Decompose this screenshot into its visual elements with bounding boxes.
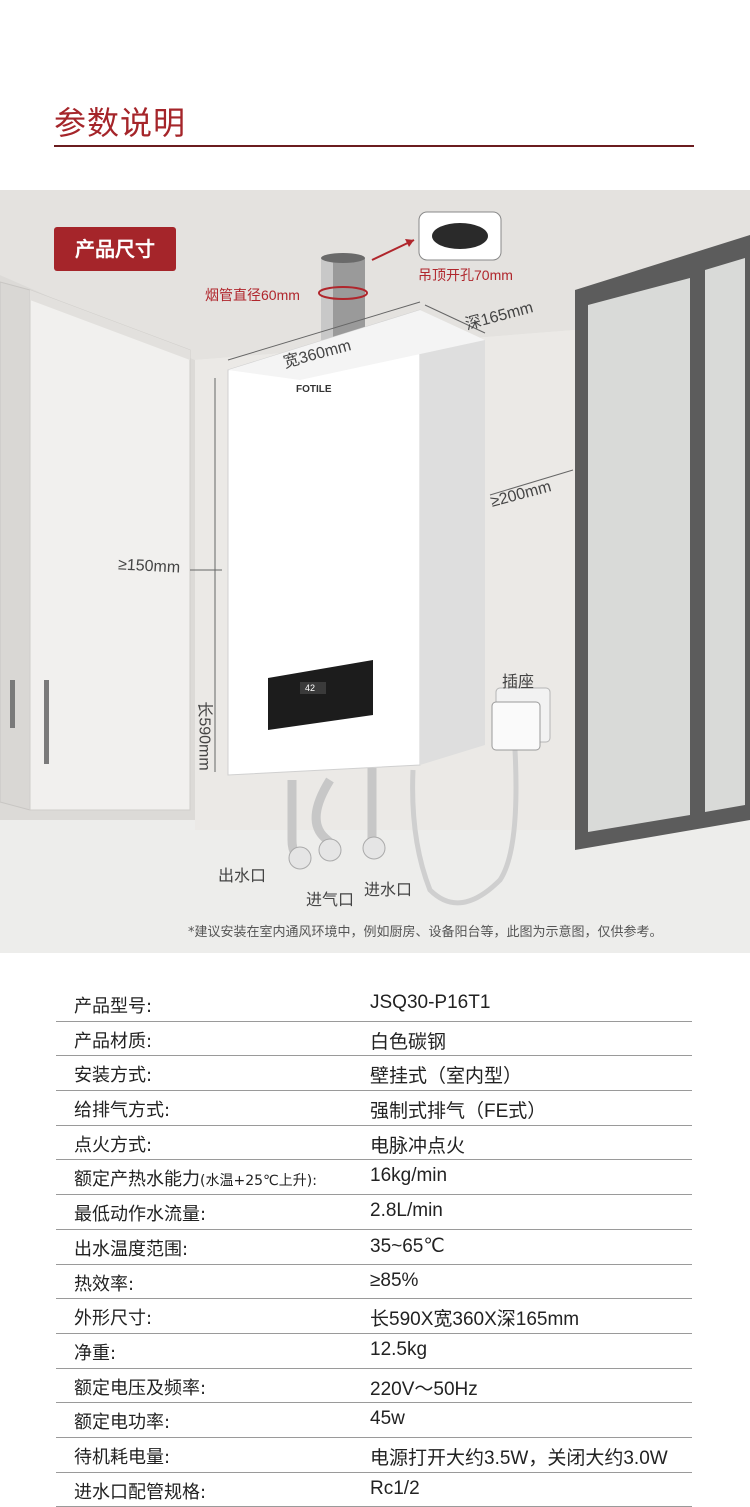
water-outlet-label: 出水口 [218, 868, 267, 885]
ceiling-hole [432, 223, 488, 249]
product-size-badge: 产品尺寸 [54, 227, 176, 271]
spec-row: 待机耗电量: 电源打开大约3.5W，关闭大约3.0W [56, 1438, 692, 1473]
spec-key: 额定电压及频率: [74, 1377, 207, 1399]
spec-value: 45w [370, 1408, 405, 1430]
spec-row: 额定电压及频率: 220V～50Hz [56, 1369, 692, 1404]
heater-side [420, 310, 485, 765]
spec-row: 进水口配管规格: Rc1/2 [56, 1473, 692, 1507]
width-dimension-line [227, 301, 421, 361]
spec-key: 点火方式: [74, 1134, 153, 1156]
spec-value: 2.8L/min [370, 1200, 443, 1222]
depth-dimension-line [424, 304, 486, 334]
spec-row: 出水温度范围: 35~65℃ [56, 1230, 692, 1265]
spec-key: 净重: [74, 1342, 117, 1364]
cabinet-handle [44, 680, 49, 764]
product-dimension-illustration: 产品尺寸 FOTILE 42 烟管直径60mm 吊顶开孔70mm 宽360mm … [0, 190, 750, 953]
right-clearance-line [489, 469, 574, 496]
installation-diagram [0, 190, 750, 906]
ceiling-hole-label: 吊顶开孔70mm [418, 267, 513, 283]
spec-key: 额定产热水能力 [74, 1169, 200, 1191]
spec-value: 35~65℃ [370, 1235, 445, 1257]
flue-diameter-marker [318, 286, 368, 300]
door-glass [705, 258, 745, 812]
display-reading: 42 [305, 683, 316, 693]
spec-value: 长590X宽360X深165mm [370, 1309, 580, 1331]
spec-table: 产品型号: JSQ30-P16T1 产品材质: 白色碳钢 安装方式: 壁挂式（室内型）… [56, 987, 692, 1507]
spec-value: 电源打开大约3.5W，关闭大约3.0W [370, 1447, 668, 1469]
spec-row: 净重: 12.5kg [56, 1334, 692, 1369]
spec-value: 白色碳钢 [370, 1031, 447, 1053]
spec-value: JSQ30-P16T1 [370, 992, 491, 1013]
spec-key: 额定电功率: [74, 1412, 171, 1434]
spec-key: 待机耗电量: [74, 1446, 171, 1468]
socket-label: 插座 [502, 674, 535, 691]
spec-value: 16kg/min [370, 1165, 448, 1187]
brand-logo: FOTILE [296, 384, 332, 395]
spec-row: 热效率: ≥85% [56, 1265, 692, 1300]
spec-value: ≥85% [370, 1269, 419, 1291]
spec-key: 给排气方式: [74, 1100, 171, 1122]
spec-key: 产品型号: [74, 996, 153, 1017]
cabinet-front [29, 289, 191, 811]
spec-value: Rc1/2 [370, 1477, 420, 1499]
spec-key: 进水口配管规格: [74, 1481, 207, 1503]
title-divider [54, 145, 694, 147]
spec-row: 给排气方式: 强制式排气（FE式） [56, 1091, 692, 1126]
spec-key: 产品材质: [74, 1030, 153, 1052]
spec-value: 12.5kg [370, 1338, 428, 1360]
cabinet-handle [10, 680, 15, 728]
spec-key: 安装方式: [74, 1065, 153, 1087]
spec-row: 产品型号: JSQ30-P16T1 [56, 987, 692, 1022]
spec-row: 最低动作水流量: 2.8L/min [56, 1195, 692, 1230]
spec-key-note: (水温+25℃上升): [200, 1173, 317, 1190]
spec-row: 产品材质: 白色碳钢 [56, 1022, 692, 1057]
control-panel [268, 660, 373, 730]
gas-inlet-label: 进气口 [306, 892, 355, 909]
height-label: 长590mm [195, 701, 213, 771]
spec-row: 安装方式: 壁挂式（室内型） [56, 1056, 692, 1092]
water-inlet-label: 进水口 [364, 882, 413, 899]
left-clearance-label: ≥150mm [117, 556, 181, 577]
spec-row: 点火方式: 电脉冲点火 [56, 1126, 692, 1161]
callout-arrow [371, 239, 415, 261]
spec-value: 电脉冲点火 [370, 1135, 466, 1157]
door-glass [588, 278, 690, 832]
spec-key-group: 额定产热水能力(水温+25℃上升): [74, 1165, 317, 1191]
ceiling [0, 190, 750, 360]
page-title: 参数说明 [54, 104, 187, 142]
spec-row: 额定产热水能力(水温+25℃上升): 16kg/min [56, 1160, 692, 1196]
spec-key: 出水温度范围: [74, 1238, 189, 1260]
flue-diameter-label: 烟管直径60mm [205, 287, 300, 303]
spec-key: 热效率: [74, 1273, 135, 1295]
spec-value: 220V～50Hz [370, 1378, 478, 1400]
spec-key: 最低动作水流量: [74, 1204, 207, 1226]
power-plug [491, 701, 541, 751]
spec-row: 额定电功率: 45w [56, 1403, 692, 1438]
heater-top [228, 310, 485, 380]
spec-key: 外形尺寸: [74, 1308, 153, 1330]
power-cable [410, 749, 519, 906]
spec-value: 壁挂式（室内型） [370, 1066, 523, 1088]
cabinet-top [30, 290, 190, 360]
spec-row: 外形尺寸: 长590X宽360X深165mm [56, 1299, 692, 1334]
cabinet-side [0, 281, 31, 811]
spec-value: 强制式排气（FE式） [370, 1101, 547, 1123]
installation-note: *建议安装在室内通风环境中，例如厨房、设备阳台等，此图为示意图，仅供参考。 [188, 925, 663, 940]
